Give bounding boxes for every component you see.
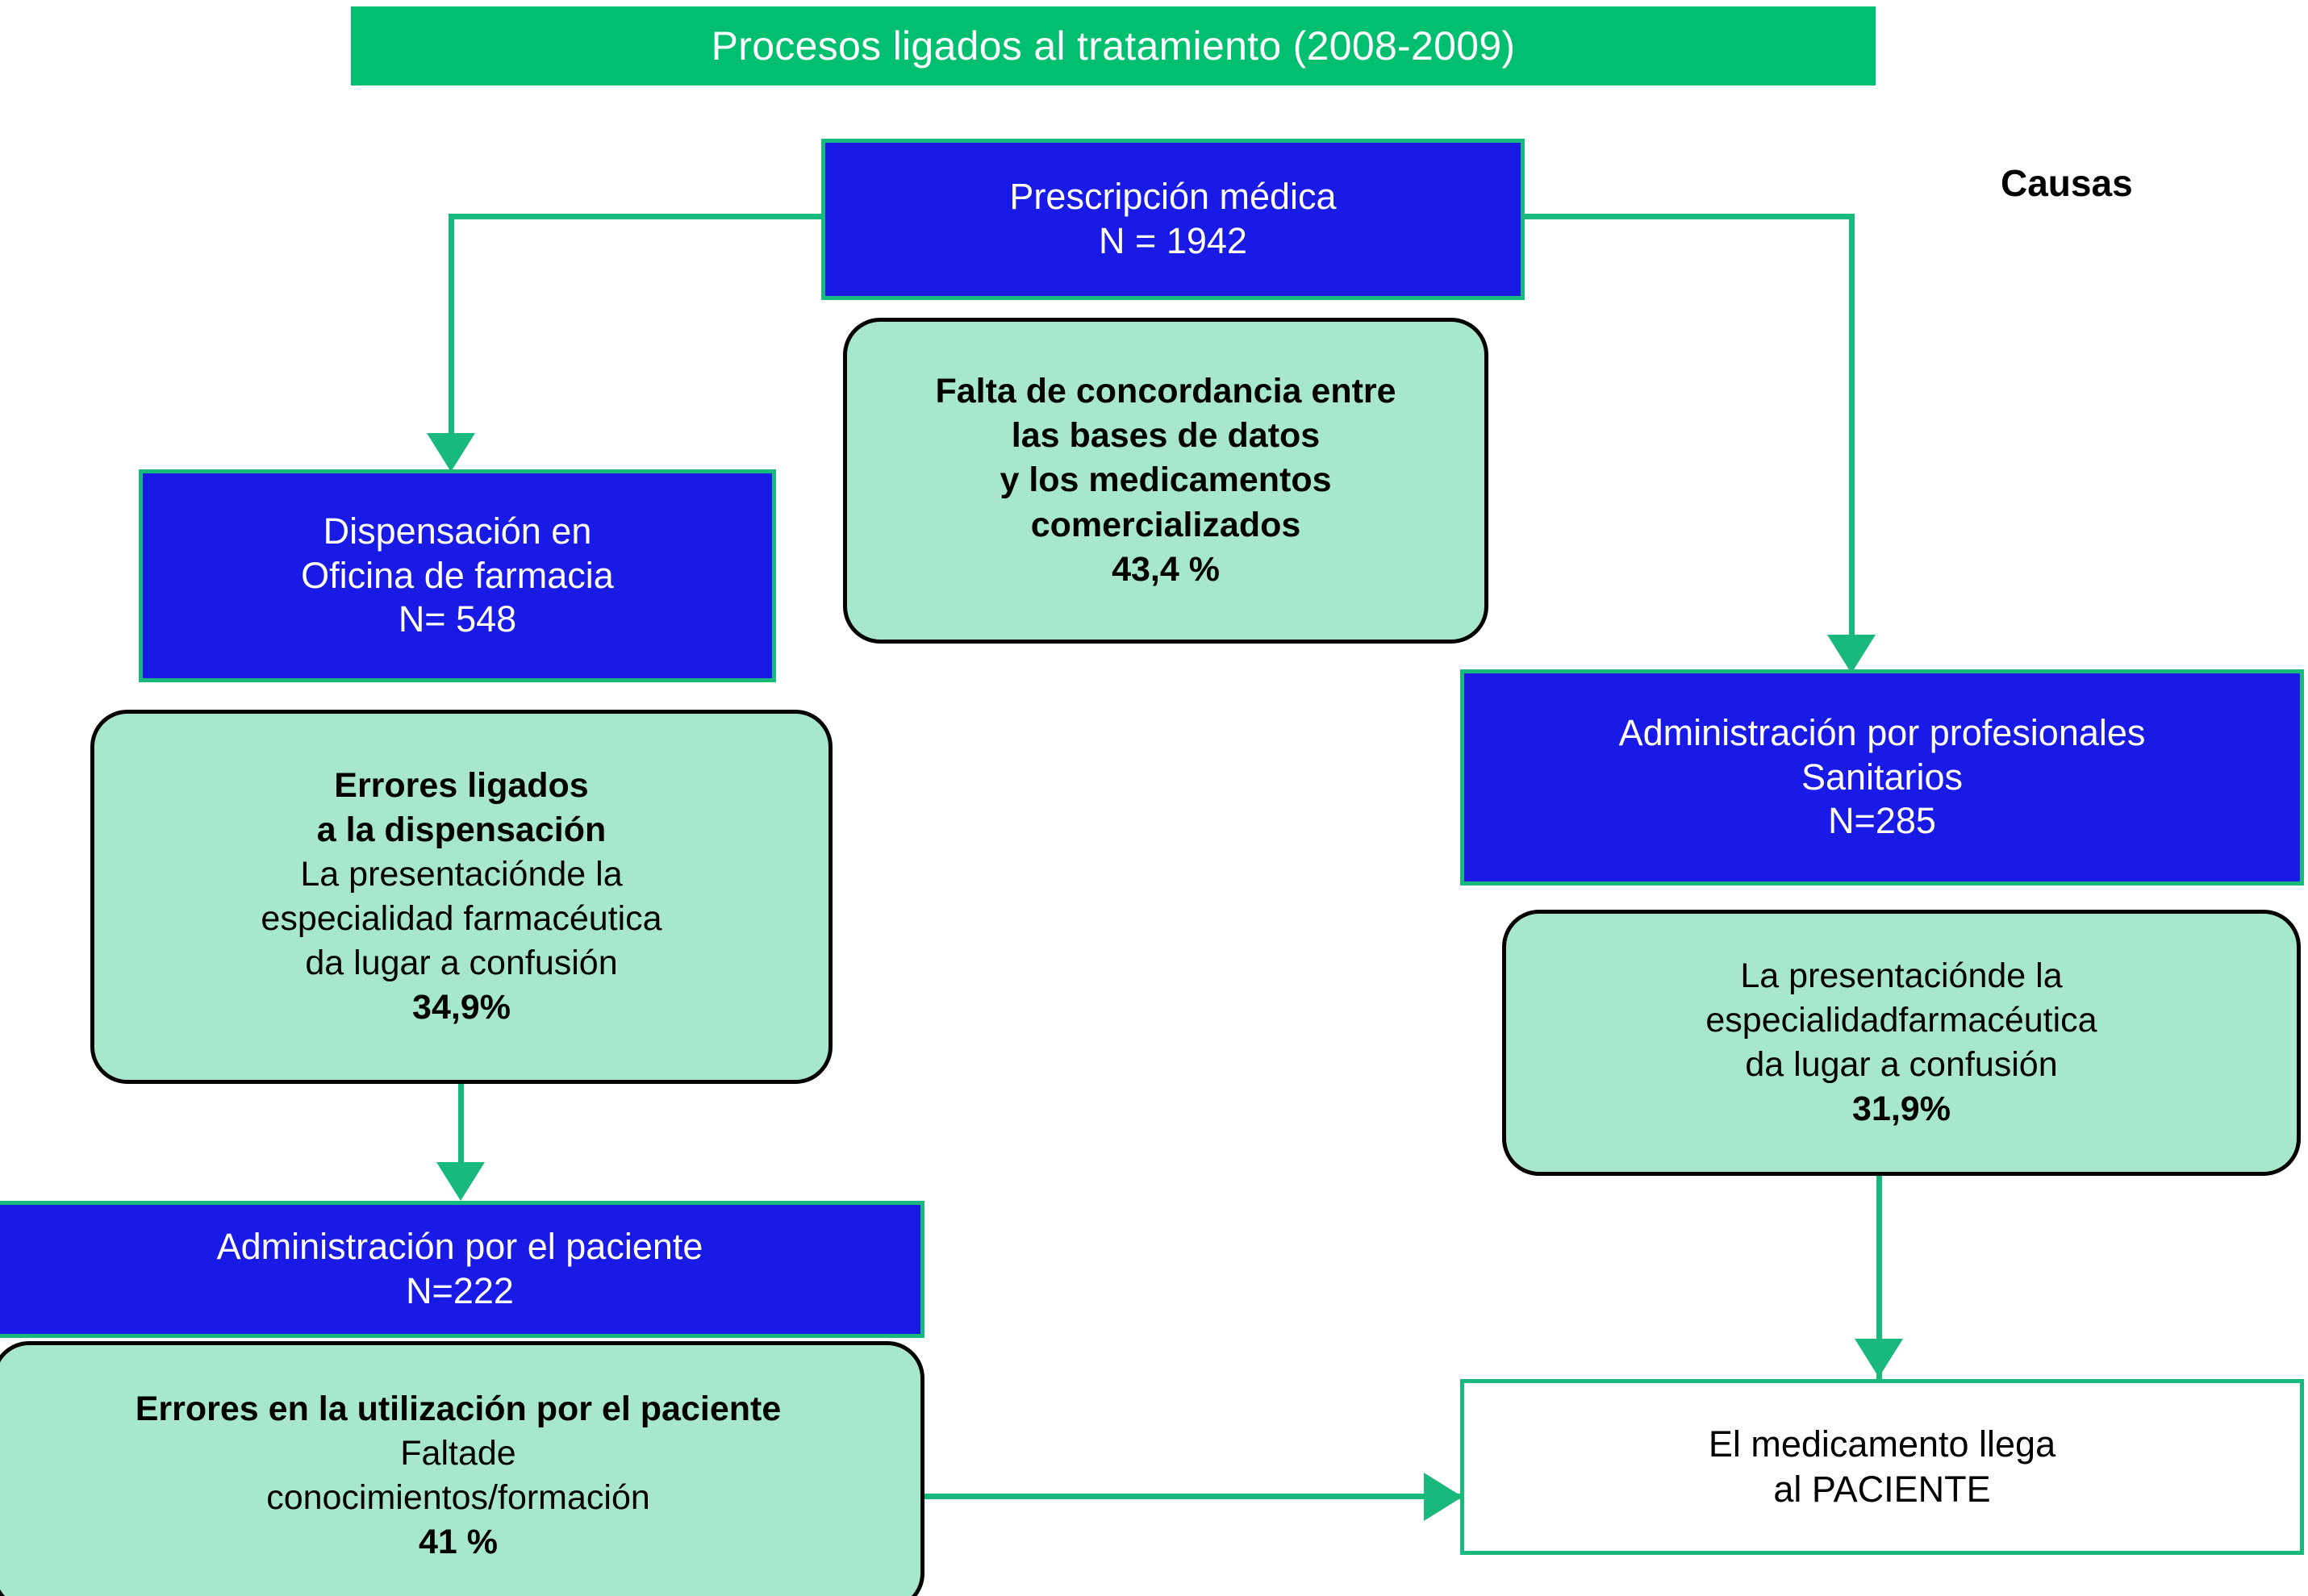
node-administracion-paciente[interactable]: Administración por el paciente N=222: [0, 1201, 924, 1338]
node-causa-profesionales-percent: 31,9%: [1852, 1090, 1951, 1129]
arrow-to-administracion-paciente: [436, 1162, 485, 1201]
arrow-to-terminal-horizontal: [1424, 1473, 1463, 1521]
connector-causa-paciente-to-terminal: [924, 1494, 1466, 1499]
arrow-to-dispensacion: [427, 433, 475, 472]
node-causa-prescripcion-percent: 43,4 %: [1112, 549, 1220, 589]
node-prescripcion-line2: N = 1942: [1099, 220, 1247, 261]
arrow-to-administracion-profesionales: [1827, 635, 1876, 673]
node-prescripcion-medica[interactable]: Prescripción médica N = 1942: [821, 139, 1525, 300]
node-causa-dispensacion-line4: especialidad farmacéutica: [261, 899, 662, 938]
node-dispensacion-line3: N= 548: [398, 598, 517, 640]
connector-causa-profesionales-to-terminal: [1876, 1176, 1882, 1386]
node-causa-dispensacion-line3: La presentaciónde la: [300, 854, 623, 894]
node-administracion-profesionales[interactable]: Administración por profesionales Sanitar…: [1460, 669, 2304, 886]
chart-title-banner: Procesos ligados al tratamiento (2008-20…: [351, 6, 1876, 85]
node-terminal-line1: El medicamento llega: [1708, 1423, 2056, 1465]
node-administracion-profesionales-line1: Administración por profesionales: [1618, 711, 2146, 753]
node-administracion-profesionales-line2: Sanitarios: [1801, 756, 1964, 798]
node-causa-paciente-line2: Faltade: [400, 1433, 516, 1473]
node-causa-dispensacion[interactable]: Errores ligados a la dispensación La pre…: [90, 710, 833, 1084]
node-terminal-medicamento-paciente[interactable]: El medicamento llega al PACIENTE: [1460, 1379, 2304, 1555]
causas-legend-label: Causas: [2001, 162, 2133, 204]
connector-prescripcion-to-dispensacion-horizontal: [449, 214, 824, 219]
node-causa-paciente-percent: 41 %: [418, 1523, 498, 1562]
node-causa-dispensacion-line5: da lugar a confusión: [305, 944, 618, 983]
node-prescripcion-line1: Prescripción médica: [1009, 176, 1337, 218]
node-causa-profesionales[interactable]: La presentaciónde la especialidadfarmacé…: [1502, 910, 2301, 1176]
connector-prescripcion-to-dispensacion-vertical: [449, 214, 454, 433]
node-causa-dispensacion-percent: 34,9%: [412, 988, 511, 1027]
node-causa-prescripcion[interactable]: Falta de concordancia entre las bases de…: [843, 318, 1488, 644]
node-terminal-line2: al PACIENTE: [1773, 1469, 1991, 1510]
node-dispensacion-oficina-farmacia[interactable]: Dispensación en Oficina de farmacia N= 5…: [139, 469, 776, 682]
node-causa-dispensacion-line1: Errores ligados: [334, 765, 589, 805]
node-administracion-profesionales-line3: N=285: [1828, 800, 1936, 842]
node-causa-prescripcion-line1: Falta de concordancia entre: [935, 372, 1396, 411]
node-causa-paciente-line3: conocimientos/formación: [266, 1478, 650, 1517]
node-dispensacion-line1: Dispensación en: [323, 510, 592, 552]
node-causa-profesionales-line2: especialidadfarmacéutica: [1705, 1000, 2097, 1040]
connector-causa-dispensacion-to-paciente: [458, 1084, 464, 1173]
node-causa-paciente[interactable]: Errores en la utilización por el pacient…: [0, 1341, 924, 1596]
arrow-to-terminal-vertical: [1855, 1339, 1903, 1377]
connector-prescripcion-to-profesionales-horizontal: [1520, 214, 1855, 219]
node-causa-dispensacion-line2: a la dispensación: [316, 810, 607, 849]
node-causa-profesionales-line3: da lugar a confusión: [1745, 1045, 2058, 1084]
node-causa-prescripcion-line3: y los medicamentos: [1000, 460, 1332, 500]
node-causa-paciente-line1: Errores en la utilización por el pacient…: [135, 1389, 782, 1428]
node-causa-prescripcion-line2: las bases de datos: [1011, 416, 1321, 456]
chart-title-text: Procesos ligados al tratamiento (2008-20…: [711, 23, 1516, 69]
connector-prescripcion-to-profesionales-vertical: [1849, 214, 1855, 635]
node-administracion-paciente-line2: N=222: [406, 1270, 514, 1311]
node-causa-profesionales-line1: La presentaciónde la: [1740, 956, 2063, 995]
node-causa-prescripcion-line4: comercializados: [1030, 505, 1301, 544]
node-administracion-paciente-line1: Administración por el paciente: [216, 1226, 703, 1268]
node-dispensacion-line2: Oficina de farmacia: [301, 554, 614, 596]
